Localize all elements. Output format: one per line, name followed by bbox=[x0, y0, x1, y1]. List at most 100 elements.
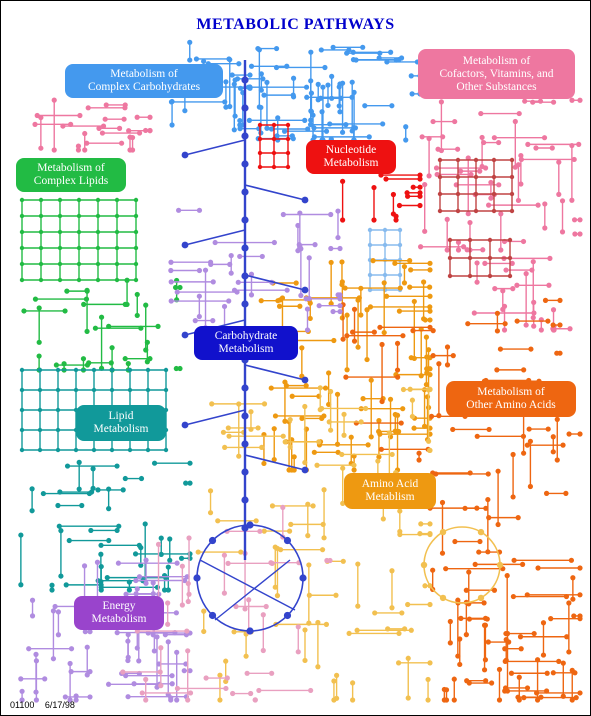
compound-node[interactable] bbox=[29, 486, 35, 492]
compound-node[interactable] bbox=[368, 434, 374, 440]
compound-node[interactable] bbox=[76, 486, 82, 492]
compound-node[interactable] bbox=[55, 502, 61, 509]
compound-node[interactable] bbox=[133, 591, 139, 597]
compound-node[interactable] bbox=[150, 580, 156, 586]
compound-node[interactable] bbox=[420, 561, 428, 569]
compound-node[interactable] bbox=[57, 261, 63, 267]
compound-node[interactable] bbox=[133, 277, 139, 283]
compound-node[interactable] bbox=[510, 494, 516, 500]
compound-node[interactable] bbox=[368, 377, 374, 383]
compound-node[interactable] bbox=[474, 433, 480, 439]
compound-node[interactable] bbox=[383, 176, 389, 182]
compound-node[interactable] bbox=[154, 584, 161, 590]
compound-node[interactable] bbox=[271, 456, 277, 463]
compound-node[interactable] bbox=[269, 670, 275, 676]
compound-node[interactable] bbox=[109, 367, 115, 373]
compound-node[interactable] bbox=[502, 321, 508, 327]
compound-node[interactable] bbox=[411, 425, 417, 431]
compound-node[interactable] bbox=[400, 406, 406, 412]
compound-node[interactable] bbox=[256, 687, 262, 694]
compound-node[interactable] bbox=[465, 155, 471, 161]
compound-node[interactable] bbox=[376, 454, 382, 460]
compound-node[interactable] bbox=[289, 393, 295, 399]
compound-node[interactable] bbox=[527, 438, 534, 444]
compound-node[interactable] bbox=[567, 326, 573, 332]
compound-node[interactable] bbox=[55, 447, 61, 453]
compound-node[interactable] bbox=[52, 603, 58, 610]
compound-node[interactable] bbox=[389, 103, 395, 109]
compound-node[interactable] bbox=[76, 229, 82, 235]
compound-node[interactable] bbox=[530, 259, 536, 265]
compound-node[interactable] bbox=[452, 538, 458, 545]
compound-node[interactable] bbox=[385, 626, 391, 632]
compound-node[interactable] bbox=[281, 128, 288, 134]
compound-node[interactable] bbox=[123, 673, 129, 679]
compound-node[interactable] bbox=[328, 388, 334, 395]
compound-node[interactable] bbox=[125, 631, 131, 638]
compound-node[interactable] bbox=[476, 549, 482, 555]
compound-node[interactable] bbox=[67, 697, 73, 703]
compound-node[interactable] bbox=[241, 160, 249, 168]
compound-node[interactable] bbox=[248, 292, 255, 298]
compound-node[interactable] bbox=[333, 592, 339, 598]
compound-node[interactable] bbox=[84, 287, 90, 293]
compound-node[interactable] bbox=[272, 413, 279, 419]
compound-node[interactable] bbox=[514, 318, 520, 324]
compound-node[interactable] bbox=[301, 376, 309, 384]
compound-node[interactable] bbox=[145, 367, 151, 373]
compound-node[interactable] bbox=[311, 134, 317, 140]
compound-node[interactable] bbox=[363, 405, 369, 412]
compound-node[interactable] bbox=[496, 139, 502, 146]
compound-node[interactable] bbox=[192, 318, 198, 324]
compound-node[interactable] bbox=[289, 133, 295, 139]
compound-node[interactable] bbox=[241, 188, 249, 196]
compound-node[interactable] bbox=[306, 562, 312, 568]
compound-node[interactable] bbox=[77, 112, 83, 119]
compound-node[interactable] bbox=[346, 630, 352, 637]
compound-node[interactable] bbox=[138, 475, 145, 482]
compound-node[interactable] bbox=[165, 621, 171, 627]
compound-node[interactable] bbox=[174, 649, 180, 655]
compound-node[interactable] bbox=[486, 515, 492, 521]
compound-node[interactable] bbox=[151, 460, 158, 466]
compound-node[interactable] bbox=[465, 321, 471, 327]
compound-node[interactable] bbox=[221, 303, 228, 310]
compound-node[interactable] bbox=[340, 178, 346, 184]
compound-node[interactable] bbox=[98, 587, 104, 593]
compound-node[interactable] bbox=[98, 314, 105, 320]
compound-node[interactable] bbox=[258, 104, 264, 111]
compound-node[interactable] bbox=[271, 122, 277, 128]
compound-node[interactable] bbox=[330, 308, 336, 315]
compound-node[interactable] bbox=[79, 502, 85, 509]
compound-node[interactable] bbox=[303, 296, 309, 302]
compound-node[interactable] bbox=[427, 260, 433, 266]
compound-node[interactable] bbox=[315, 81, 321, 87]
compound-node[interactable] bbox=[260, 647, 266, 654]
compound-node[interactable] bbox=[271, 136, 277, 142]
compound-node[interactable] bbox=[430, 118, 436, 125]
compound-node[interactable] bbox=[226, 298, 232, 304]
compound-node[interactable] bbox=[155, 541, 162, 547]
compound-node[interactable] bbox=[116, 523, 122, 529]
compound-node[interactable] bbox=[425, 676, 431, 683]
compound-node[interactable] bbox=[520, 433, 527, 439]
compound-node[interactable] bbox=[576, 141, 582, 147]
compound-node[interactable] bbox=[506, 639, 512, 645]
compound-node[interactable] bbox=[181, 331, 189, 339]
compound-node[interactable] bbox=[397, 531, 403, 538]
compound-node[interactable] bbox=[524, 685, 531, 691]
compound-node[interactable] bbox=[439, 528, 447, 536]
compound-node[interactable] bbox=[187, 39, 193, 45]
compound-node[interactable] bbox=[241, 384, 249, 392]
compound-node[interactable] bbox=[247, 84, 253, 90]
compound-node[interactable] bbox=[421, 279, 427, 285]
compound-node[interactable] bbox=[55, 609, 62, 615]
compound-node[interactable] bbox=[427, 284, 433, 290]
compound-node[interactable] bbox=[334, 441, 341, 447]
compound-node[interactable] bbox=[280, 433, 286, 439]
compound-node[interactable] bbox=[381, 280, 387, 286]
compound-node[interactable] bbox=[305, 533, 311, 539]
compound-node[interactable] bbox=[467, 273, 473, 279]
